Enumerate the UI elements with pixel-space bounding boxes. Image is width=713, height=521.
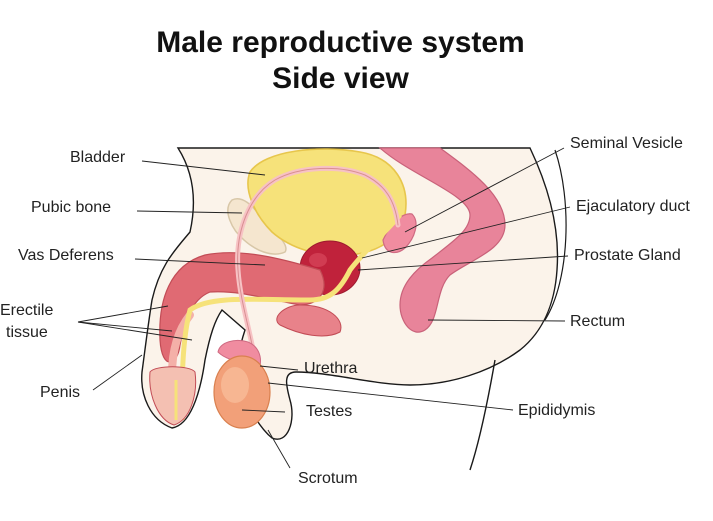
label-pubic-bone: Pubic bone — [31, 199, 111, 217]
label-rectum: Rectum — [570, 313, 625, 331]
label-scrotum: Scrotum — [298, 470, 358, 488]
label-penis: Penis — [40, 384, 80, 402]
label-epididymis: Epididymis — [518, 402, 595, 420]
label-urethra: Urethra — [304, 360, 357, 378]
label-prostate-gland: Prostate Gland — [574, 247, 681, 265]
label-bladder: Bladder — [70, 149, 125, 167]
label-vas-deferens: Vas Deferens — [18, 247, 114, 265]
label-testes: Testes — [306, 403, 352, 421]
leg-outline — [470, 360, 495, 470]
label-erectile-line1: Erectile — [0, 302, 53, 320]
label-seminal-vesicle: Seminal Vesicle — [570, 135, 683, 153]
label-ejaculatory-duct: Ejaculatory duct — [576, 198, 690, 216]
label-erectile-line2: tissue — [6, 324, 48, 342]
